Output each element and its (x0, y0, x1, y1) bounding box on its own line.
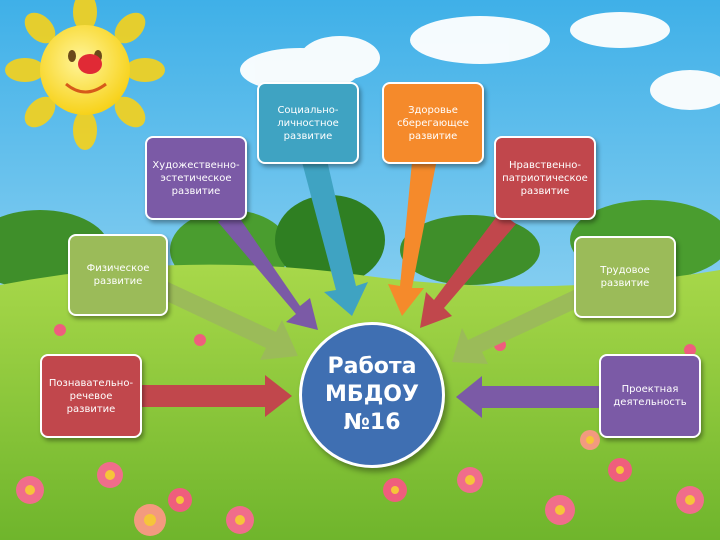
flower-icon (16, 324, 704, 536)
arrow-artistic (218, 210, 318, 330)
box-project[interactable]: Проектная деятельность (599, 354, 701, 438)
arrow-health (388, 162, 436, 316)
box-artistic-label: Художественно-эстетическое развитие (152, 159, 240, 197)
box-cognitive-label: Познавательно-речевое развитие (48, 377, 134, 415)
box-physical[interactable]: Физическое развитие (68, 234, 168, 316)
arrow-physical (160, 282, 298, 360)
box-artistic[interactable]: Художественно-эстетическое развитие (145, 136, 247, 220)
box-health-label: Здоровье сберегающее развитие (397, 104, 469, 142)
box-physical-label: Физическое развитие (86, 263, 150, 287)
box-social[interactable]: Социально-личностное развитие (257, 82, 359, 164)
arrow-social (302, 156, 368, 316)
box-labor-label: Трудовое развитие (600, 265, 650, 289)
center-circle[interactable]: Работа МБДОУ №16 (299, 322, 445, 468)
cloud-icon (240, 12, 720, 110)
box-health[interactable]: Здоровье сберегающее развитие (382, 82, 484, 164)
arrow-project (456, 376, 602, 418)
center-label: Работа МБДОУ №16 (325, 354, 419, 435)
arrow-cognitive (140, 375, 292, 417)
arrow-labor (452, 288, 586, 364)
box-moral-label: Нравственно-патриотическое развитие (502, 159, 588, 197)
box-cognitive[interactable]: Познавательно-речевое развитие (40, 354, 142, 438)
box-moral[interactable]: Нравственно-патриотическое развитие (494, 136, 596, 220)
box-social-label: Социально-личностное развитие (277, 104, 339, 142)
arrow-moral (420, 212, 516, 328)
box-labor[interactable]: Трудовое развитие (574, 236, 676, 318)
box-project-label: Проектная деятельность (613, 384, 687, 408)
sun-icon (5, 0, 165, 150)
